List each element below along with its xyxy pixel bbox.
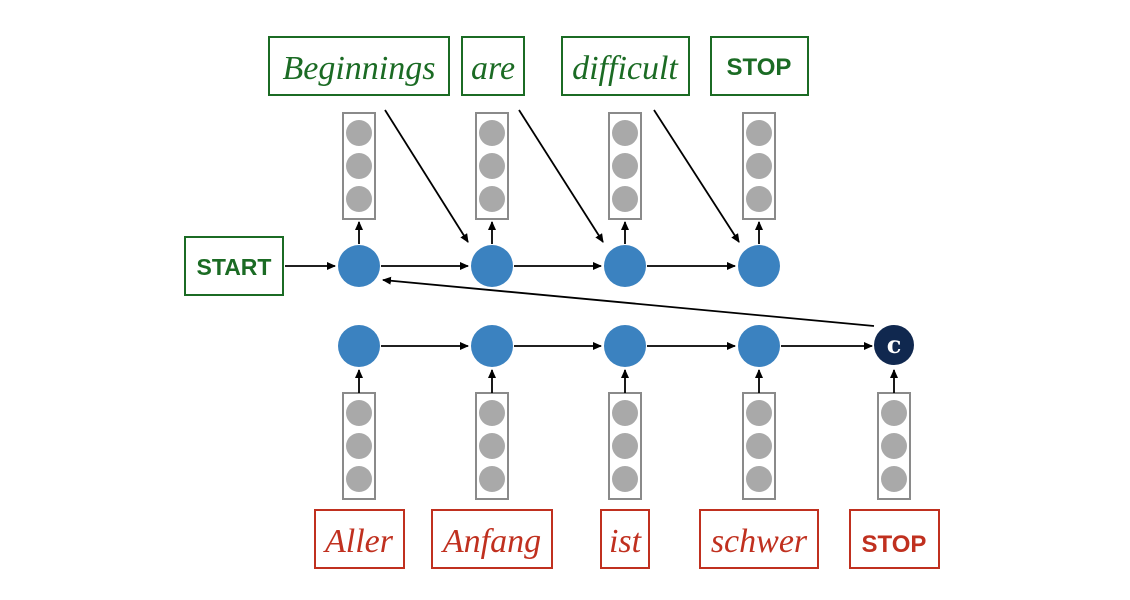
encoder-embedding-vector	[475, 392, 509, 500]
input-word-aller: Aller	[314, 509, 405, 569]
output-word-label: are	[471, 50, 515, 87]
output-word-label: Beginnings	[283, 50, 436, 87]
vector-cell	[612, 120, 638, 146]
connection-arrow	[382, 276, 875, 327]
vector-cell	[479, 433, 505, 459]
start-token: START	[184, 236, 284, 296]
vector-cell	[346, 120, 372, 146]
encoder-input-words: Aller Anfang ist schwer STOP	[314, 509, 940, 569]
output-word-label: difficult	[572, 50, 679, 87]
encoder-hidden-node	[471, 325, 513, 367]
vector-cell	[612, 400, 638, 426]
vector-cell	[612, 433, 638, 459]
output-word-difficult: difficult	[561, 36, 690, 96]
vector-cell	[346, 400, 372, 426]
encoder-embedding-vector	[877, 392, 911, 500]
vector-cell	[479, 466, 505, 492]
vector-cell	[479, 186, 505, 212]
decoder-hidden-node	[738, 245, 780, 287]
vector-cell	[881, 466, 907, 492]
connection-arrow	[653, 109, 740, 243]
encoder-hidden-node	[604, 325, 646, 367]
rnn-nodes	[338, 245, 780, 367]
input-word-schwer: schwer	[699, 509, 819, 569]
input-word-label: ist	[609, 523, 643, 560]
context-vector: c	[874, 325, 914, 365]
encoder-embedding-vector	[342, 392, 376, 500]
vector-cell	[746, 433, 772, 459]
decoder-output-vector	[475, 112, 509, 220]
vector-cell	[612, 186, 638, 212]
input-word-label: Anfang	[441, 523, 541, 560]
encoder-embedding-vector	[742, 392, 776, 500]
vector-cell	[881, 400, 907, 426]
vector-cell	[346, 466, 372, 492]
context-label: c	[887, 330, 902, 359]
input-word-label: schwer	[711, 523, 808, 560]
input-word-ist: ist	[600, 509, 650, 569]
start-label: START	[197, 254, 272, 280]
decoder-hidden-node	[338, 245, 380, 287]
output-word-label: STOP	[727, 54, 792, 81]
input-word-label: STOP	[862, 531, 927, 558]
vector-cell	[612, 466, 638, 492]
vector-columns	[342, 112, 911, 500]
connection-arrow	[384, 109, 469, 243]
decoder-hidden-node	[604, 245, 646, 287]
vector-cell	[479, 400, 505, 426]
decoder-output-vector	[608, 112, 642, 220]
vector-cell	[479, 120, 505, 146]
vector-cell	[746, 153, 772, 179]
encoder-hidden-node	[738, 325, 780, 367]
connection-arrow	[518, 109, 604, 243]
vector-cell	[746, 400, 772, 426]
encoder-embedding-vector	[608, 392, 642, 500]
encoder-hidden-node	[338, 325, 380, 367]
decoder-output-vector	[742, 112, 776, 220]
input-word-anfang: Anfang	[431, 509, 553, 569]
vector-cell	[746, 466, 772, 492]
arrows	[285, 109, 898, 393]
input-word-label: Aller	[323, 523, 394, 560]
vector-cell	[346, 186, 372, 212]
input-word-stop: STOP	[849, 509, 940, 569]
vector-cell	[746, 186, 772, 212]
vector-cell	[612, 153, 638, 179]
vector-cell	[346, 153, 372, 179]
output-word-beginnings: Beginnings	[268, 36, 450, 96]
vector-cell	[746, 120, 772, 146]
vector-cell	[346, 433, 372, 459]
decoder-output-vector	[342, 112, 376, 220]
vector-cell	[881, 433, 907, 459]
output-word-stop: STOP	[710, 36, 809, 96]
output-word-are: are	[461, 36, 525, 96]
vector-cell	[479, 153, 505, 179]
decoder-hidden-node	[471, 245, 513, 287]
decoder-output-words: Beginnings are difficult STOP	[268, 36, 809, 96]
